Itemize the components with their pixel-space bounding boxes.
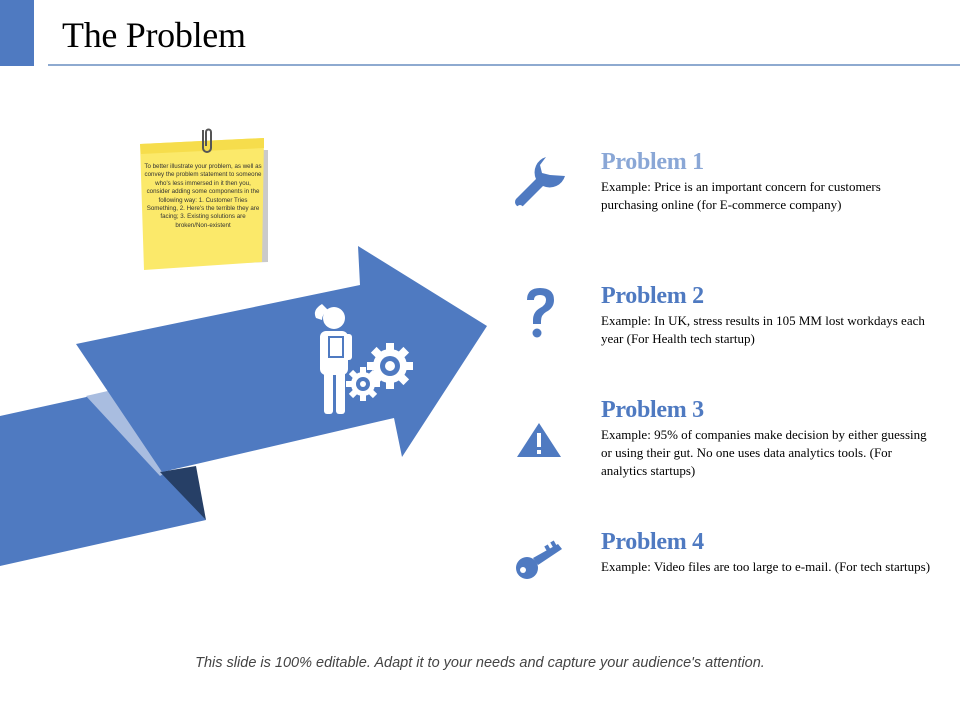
wrench-icon [515, 157, 565, 211]
problem-title: Problem 1 [601, 149, 704, 175]
question-mark-icon [527, 288, 554, 338]
sticky-note-text: To better illustrate your problem, as we… [144, 163, 262, 229]
key-icon [516, 540, 562, 579]
title-divider [48, 64, 960, 66]
problem-description: Example: 95% of companies make decision … [601, 427, 927, 478]
sticky-note [140, 138, 268, 270]
problem-title: Problem 3 [601, 397, 704, 423]
paperclip-icon [202, 128, 212, 153]
problem-item-3: Problem 3 Example: 95% of companies make… [601, 396, 931, 480]
problem-item-4: Problem 4 Example: Video files are too l… [601, 528, 931, 576]
problem-description: Example: Price is an important concern f… [601, 179, 881, 212]
problem-description: Example: In UK, stress results in 105 MM… [601, 313, 925, 346]
footer-note: This slide is 100% editable. Adapt it to… [195, 655, 765, 671]
problem-title: Problem 2 [601, 283, 704, 309]
problem-description: Example: Video files are too large to e-… [601, 559, 931, 574]
problem-item-2: Problem 2 Example: In UK, stress results… [601, 282, 931, 348]
problem-item-1: Problem 1 Example: Price is an important… [601, 148, 931, 214]
arrow-fold-highlight [86, 390, 170, 476]
page-title: The Problem [62, 15, 246, 55]
problem-title: Problem 4 [601, 529, 704, 555]
arrow-body [76, 246, 487, 472]
arrow-fold-shadow [160, 466, 206, 520]
arrow-tail-band [0, 394, 206, 566]
warning-icon [517, 423, 561, 457]
title-accent-bar [0, 0, 34, 66]
person-gears-icon [314, 304, 413, 414]
